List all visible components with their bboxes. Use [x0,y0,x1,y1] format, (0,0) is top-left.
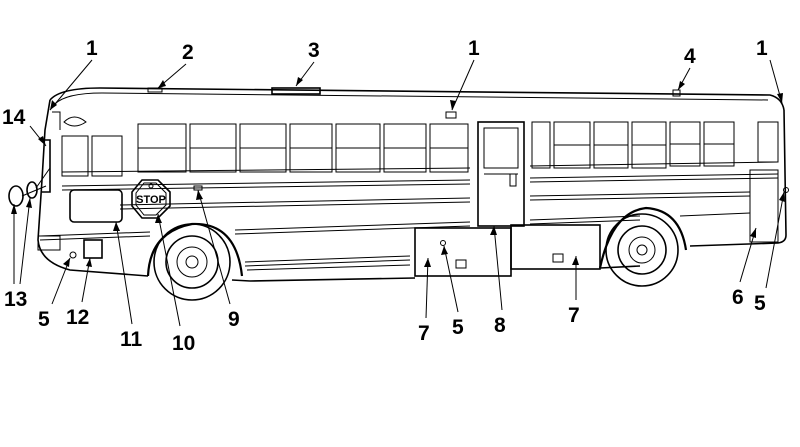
rear-wheel [598,206,688,287]
callout-bottom-6: 6 [732,286,744,309]
callout-top-3: 3 [308,39,320,62]
callout-top-right-1: 1 [756,37,768,60]
stop-sign-text: STOP [136,194,166,206]
front-components [8,139,123,259]
callout-bottom-7-right: 7 [568,304,580,327]
callout-bottom-7-left: 7 [418,322,430,345]
callout-bottom-5-front: 5 [38,308,50,331]
bus-body [37,87,787,282]
callout-top-left-1: 1 [86,37,98,60]
roof-items [147,87,681,191]
callout-top-2: 2 [182,41,194,64]
rear-side-panel [749,169,789,243]
leader-arrowheads [11,77,785,267]
callout-bottom-8: 8 [494,314,506,337]
callout-top-4: 4 [684,45,696,68]
callout-bottom-9: 9 [228,308,240,331]
callout-bottom-10: 10 [172,332,195,355]
callout-bottom-11: 11 [120,328,143,351]
callout-left-14: 14 [2,106,26,129]
side-windows [61,121,779,177]
callout-top-mid-1: 1 [468,37,480,60]
callout-bottom-5-mid: 5 [452,316,464,339]
callout-labels: 1 2 3 1 4 1 14 13 5 12 11 10 9 7 5 8 7 6… [2,37,768,355]
storage-compartments [414,224,601,277]
emergency-door [477,121,525,227]
stop-arm: STOP [131,179,171,219]
callout-left-13: 13 [4,288,27,311]
callout-bottom-12: 12 [66,306,89,329]
callout-bottom-5-rear: 5 [754,292,766,315]
